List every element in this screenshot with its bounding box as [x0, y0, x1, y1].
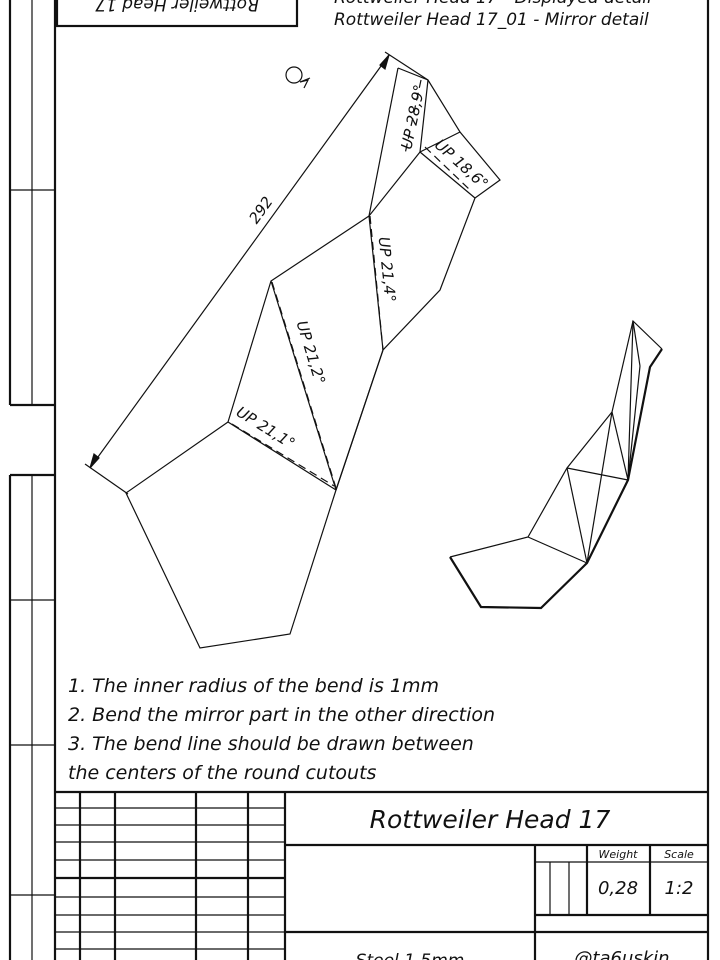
scale-value: 1:2: [665, 878, 694, 899]
mirror-symbol-icon: [285, 66, 311, 89]
note-2: 2. Bend the mirror part in the other dir…: [68, 704, 495, 726]
dimension-value: 292: [245, 193, 276, 227]
note-4: the centers of the round cutouts: [68, 762, 377, 784]
header-line-1: Rottweiler Head 17 - Displayed detail: [334, 0, 652, 8]
scale-label: Scale: [664, 848, 694, 861]
weight-value: 0,28: [598, 878, 638, 899]
left-margin-lower-block: [8, 473, 55, 960]
bend-line-4: [271, 281, 337, 489]
inverted-stamp-text: Rottweiler Head 17: [95, 0, 259, 14]
flat-pattern: 292 UP 28,9° UP 18,6° UP 21,4° UP 21,2° …: [84, 51, 501, 649]
bend-line-2: [424, 146, 471, 191]
bend-label-4: UP 21,2°: [293, 318, 329, 386]
author-text: @ta6uskin: [574, 948, 669, 960]
bend-line-3: [369, 215, 384, 351]
left-margin-upper-block: [8, 0, 55, 407]
note-3: 3. The bend line should be drawn between: [68, 733, 474, 755]
header-line-2: Rottweiler Head 17_01 - Mirror detail: [334, 10, 649, 30]
drawing-title: Rottweiler Head 17: [370, 805, 611, 834]
material-text: Steel 1,5mm: [356, 951, 465, 960]
bend-label-2: UP 18,6°: [431, 136, 492, 193]
bend-label-3: UP 21,4°: [375, 236, 400, 303]
dimension-line: [89, 54, 390, 469]
inverted-stamp-box: Rottweiler Head 17: [55, 0, 299, 28]
title-block: Rottweiler Head 17 Weight Scale 0,28 1:2…: [55, 790, 708, 960]
bend-line-5: [231, 423, 335, 487]
folded-preview: [449, 319, 663, 610]
weight-label: Weight: [599, 848, 639, 861]
note-1: 1. The inner radius of the bend is 1mm: [68, 675, 439, 697]
